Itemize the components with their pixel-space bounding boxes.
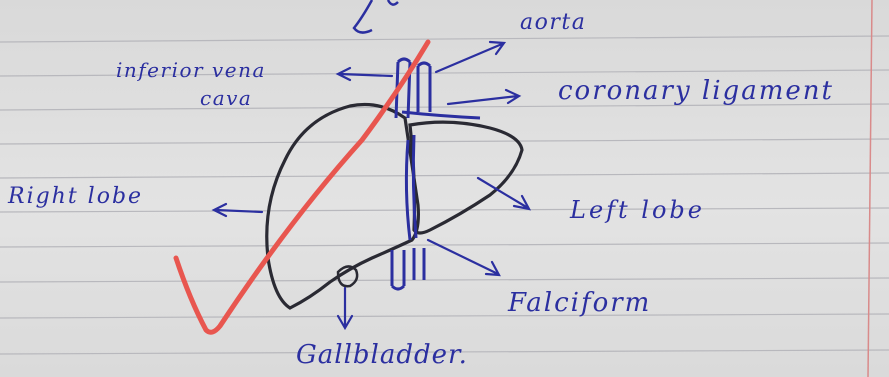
gallbladder-arrow	[338, 288, 352, 328]
coronary-ligament-line	[402, 112, 480, 118]
vessels	[392, 59, 480, 289]
margin-line	[868, 0, 872, 377]
coronary-arrow	[448, 90, 519, 104]
right-lobe-arrow	[214, 204, 262, 216]
liver-left-lobe-outline	[410, 122, 522, 233]
aorta-vessel	[418, 63, 430, 112]
pointer-arrows	[214, 42, 529, 328]
label-left-lobe: Left lobe	[570, 196, 705, 224]
aorta-arrow	[436, 42, 504, 72]
title-fragment-mark	[354, 0, 398, 33]
label-right-lobe: Right lobe	[8, 184, 143, 209]
label-inferior-vena-cava-1: inferior vena	[116, 58, 266, 82]
label-aorta: aorta	[520, 10, 586, 35]
label-gallbladder: Gallbladder.	[296, 340, 468, 370]
liver-right-lobe-outline	[267, 105, 419, 309]
label-falciform: Falciform	[508, 288, 651, 318]
lower-vessels	[392, 248, 424, 289]
label-inferior-vena-cava-2: cava	[200, 86, 252, 110]
label-coronary-ligament: coronary ligament	[558, 76, 834, 106]
